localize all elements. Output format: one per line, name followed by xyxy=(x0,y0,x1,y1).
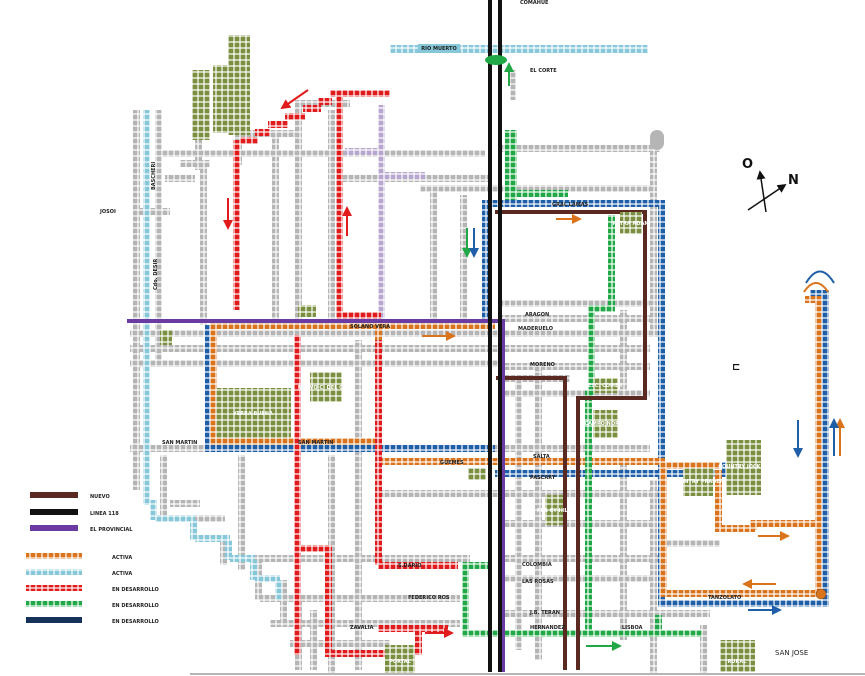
compass: O N xyxy=(742,157,799,213)
legend-label-activa-orange: ACTIVA xyxy=(112,555,132,561)
legend-swatch-desarrollo-red xyxy=(26,585,82,591)
street-solano-vera: SOLANO VERA xyxy=(350,324,390,330)
compass-o: O xyxy=(742,157,753,172)
block-esc-comer: ESC. COMER xyxy=(588,383,623,389)
street-san-martin-2: SAN MARTIN xyxy=(298,440,333,446)
compass-n: N xyxy=(788,173,799,188)
olive-blocks xyxy=(160,35,486,480)
legend-swatch-linea xyxy=(30,509,78,515)
street-el-corte: EL CORTE xyxy=(530,68,557,74)
street-labels: RIO MUERTO EL CORTE COMAHUE GRAL LAMAS A… xyxy=(99,0,808,657)
legend-label-linea: LINEA 118 xyxy=(90,511,119,517)
street-cdo-desir: Cdo. DESIR xyxy=(153,259,159,290)
block-country-jockey: COUNTRY JOCKEY xyxy=(718,464,768,470)
street-josoi: JOSOI xyxy=(99,209,116,215)
block-per-cy-hill: PER CY HILL xyxy=(537,508,572,514)
street-federico-ros: FEDERICO ROS xyxy=(408,595,450,601)
block-yerba-buena: YERBA BUENA xyxy=(232,411,273,417)
legend-swatch-provincial xyxy=(30,525,78,531)
brown-route xyxy=(495,210,647,670)
street-hernandez: HERNANDEZ xyxy=(530,625,565,631)
street-guemes: GUEMES xyxy=(440,460,464,466)
legend-label-desarrollo-navy: EN DESARROLLO xyxy=(112,619,159,625)
street-s-dario: S.DARIO xyxy=(398,563,421,569)
lightblue-route xyxy=(143,45,648,600)
street-tanzolato: TANZOLATO xyxy=(708,595,741,601)
block-portal: PORTAL xyxy=(389,659,411,665)
block-nuevo-golf: NUEVO C. DEL GOLF xyxy=(298,385,354,391)
black-route xyxy=(488,0,502,672)
block-campo-norte: CAMPO NORTE xyxy=(584,421,626,427)
red-route xyxy=(233,90,458,657)
street-pascary: PASCARY xyxy=(530,475,556,481)
purple-route xyxy=(127,319,505,672)
legend-swatch-desarrollo-navy xyxy=(26,617,82,623)
street-san-jose: SAN JOSE xyxy=(775,649,808,657)
block-rural: RURAL xyxy=(728,659,748,665)
street-gral-lamas: GRAL LAMAS xyxy=(552,202,589,208)
legend-label-desarrollo-red: EN DESARROLLO xyxy=(112,587,159,593)
el-corte-node xyxy=(485,55,507,65)
direction-arrows xyxy=(223,62,845,651)
legend-label-provincial: EL PROVINCIAL xyxy=(90,527,133,533)
small-glyph-icon: ⊏ xyxy=(732,362,740,373)
street-moreno: MORENO xyxy=(530,362,555,368)
street-madeiruelo: MADERUELO xyxy=(518,326,553,332)
street-lisboa: LISBOA xyxy=(622,625,643,631)
legend-label-activa-blue: ACTIVA xyxy=(112,571,132,577)
legend-label-desarrollo-green: EN DESARROLLO xyxy=(112,603,159,609)
green-route xyxy=(462,130,702,637)
block-petra: PETRA ADAM xyxy=(613,221,650,227)
street-colombia: COLOMBIA xyxy=(522,562,552,568)
legend-swatch-activa-blue xyxy=(26,569,82,575)
street-comahue: COMAHUE xyxy=(520,0,549,6)
street-las-rosas: LAS ROSAS xyxy=(522,579,554,585)
street-rio-muerto: RIO MUERTO xyxy=(421,46,456,52)
labelled-blocks: YERBA BUENA NUEVO C. DEL GOLF PETRA ADAM… xyxy=(216,212,768,673)
legend-swatch-activa-orange xyxy=(26,553,82,559)
block-country-prader: COUNTRY PRADER xyxy=(672,479,723,485)
street-salta: SALTA xyxy=(533,454,550,460)
street-aragon: ARAGON xyxy=(525,312,549,318)
legend-label-nuevo: NUEVO xyxy=(90,494,110,500)
legend-swatch-desarrollo-green xyxy=(26,601,82,607)
street-bascheri: BASCHERI xyxy=(151,162,157,190)
lilac-route xyxy=(345,105,425,325)
street-san-martin: SAN MARTIN xyxy=(162,440,197,446)
legend: NUEVO LINEA 118 EL PROVINCIAL ACTIVA ACT… xyxy=(26,492,159,625)
legend-swatch-nuevo xyxy=(30,492,78,498)
street-jb-teran: J.B. TERAN xyxy=(529,610,560,616)
street-zavalia: ZAVALIA xyxy=(350,625,374,631)
